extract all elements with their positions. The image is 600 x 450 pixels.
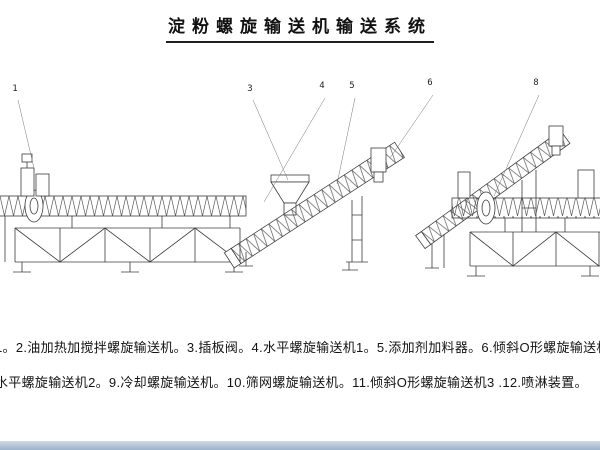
inclined-conveyor-1	[223, 141, 405, 269]
right-truss	[467, 231, 600, 277]
inclined-conveyor-2-drive	[548, 125, 564, 156]
title-text: 淀粉螺旋输送机输送系统	[166, 17, 434, 43]
bottom-band	[0, 441, 600, 450]
right-conveyor	[451, 169, 600, 232]
inclined-conveyor-1-support	[239, 196, 368, 271]
callout-number: 6	[427, 78, 433, 88]
left-truss	[13, 227, 243, 273]
conveyor-system-drawing	[0, 94, 600, 277]
callout-number: 5	[349, 81, 355, 91]
callout-number: 8	[533, 78, 539, 88]
callout-number: 4	[319, 81, 325, 91]
inclined-conveyor-1-drive	[370, 147, 387, 183]
callout-number: 1	[12, 84, 18, 94]
left-conveyor	[0, 153, 247, 262]
legend-line-2: 水平螺旋输送机2。9.冷却螺旋输送机。10.筛网螺旋输送机。11.倾斜O形螺旋输…	[0, 375, 588, 390]
legend-line-1: 1。2.油加热加搅拌螺旋输送机。3.插板阀。4.水平螺旋输送机1。5.添加剂加料…	[0, 340, 600, 355]
callout-number: 3	[247, 84, 253, 94]
leader-lines	[17, 94, 540, 203]
page-title: 淀粉螺旋输送机输送系统	[0, 12, 600, 43]
inclined-conveyor-2	[415, 129, 571, 250]
